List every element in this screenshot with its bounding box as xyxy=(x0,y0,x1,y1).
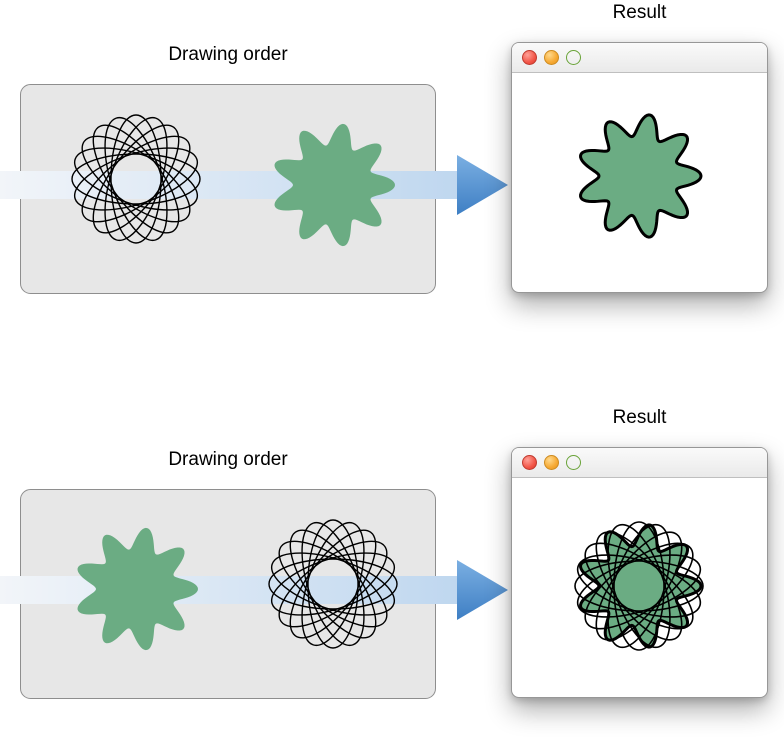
result-window xyxy=(511,42,768,293)
green-flower xyxy=(274,123,395,247)
minimize-button-icon xyxy=(544,50,559,65)
diagram-row-2: Result Drawing order xyxy=(0,405,784,738)
result-title: Result xyxy=(612,2,667,23)
green-flower xyxy=(77,527,198,651)
spirograph-outline xyxy=(574,521,704,651)
drawing-order-title: Drawing order xyxy=(168,449,288,470)
minimize-button-icon xyxy=(544,455,559,470)
zoom-button-icon xyxy=(566,50,581,65)
green-flower-outlined xyxy=(579,113,703,239)
result-window xyxy=(511,447,768,698)
drawing-order-scene xyxy=(0,489,508,699)
spirograph-outline xyxy=(71,114,201,244)
close-button-icon xyxy=(522,455,537,470)
result-title: Result xyxy=(612,407,667,428)
drawing-order-title: Drawing order xyxy=(168,44,288,65)
window-titlebar xyxy=(512,43,767,73)
result-content xyxy=(574,521,704,651)
drawing-order-scene xyxy=(0,84,508,294)
zoom-button-icon xyxy=(566,455,581,470)
diagram-row-1: Result Drawing order xyxy=(0,0,784,333)
close-button-icon xyxy=(522,50,537,65)
spirograph-outline xyxy=(268,519,398,649)
window-titlebar xyxy=(512,448,767,478)
flow-arrow-head xyxy=(457,560,508,620)
result-content xyxy=(579,113,703,239)
flow-arrow-head xyxy=(457,155,508,215)
